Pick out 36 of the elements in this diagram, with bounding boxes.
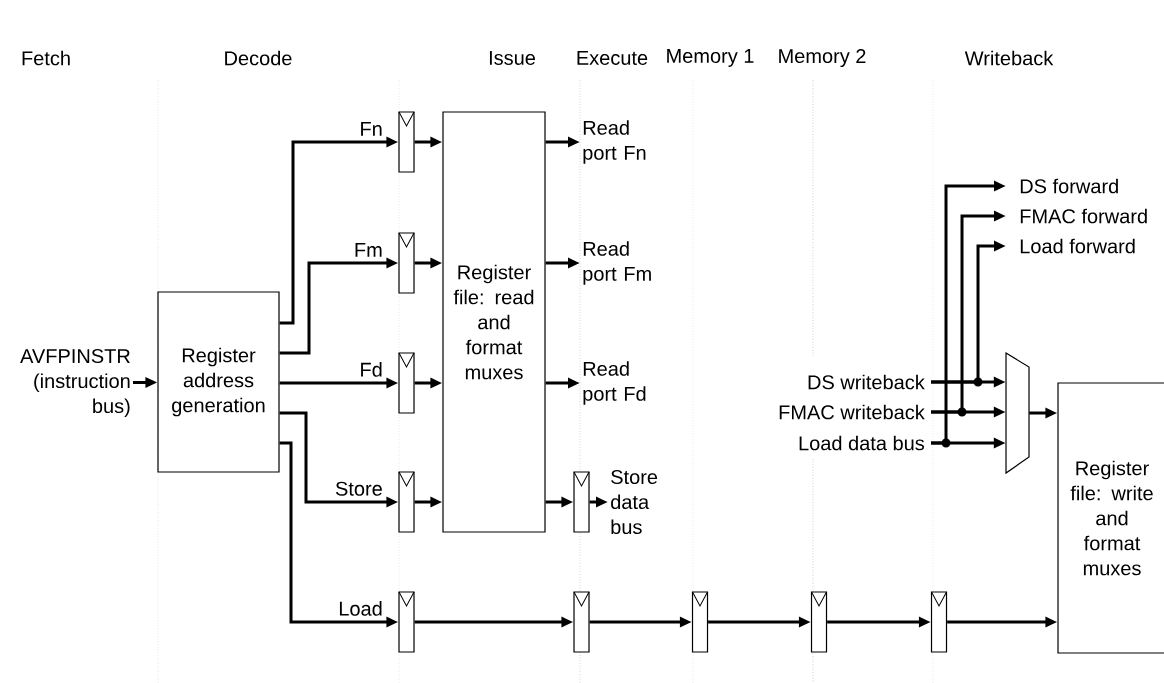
register-symbol [398, 352, 415, 414]
signal-label: Read port Fn [583, 120, 646, 164]
register-symbol [398, 591, 415, 653]
stage-label: Writeback [964, 50, 1054, 66]
stage-label: Memory 2 [779, 48, 866, 68]
stage-label: Fetch [22, 50, 70, 66]
register-symbol [573, 471, 590, 533]
stage-label: Issue [489, 51, 535, 65]
signal-label: Read port Fd [583, 361, 646, 405]
signal-label: DS writeback [808, 374, 925, 390]
register-symbol [691, 591, 709, 653]
stage-label: Decode [225, 50, 292, 66]
stage-label: Execute [577, 51, 648, 65]
register-symbol [810, 591, 828, 653]
signal-label: AVFPINSTR (instruction bus) [20, 348, 130, 418]
register-symbol [573, 591, 590, 653]
process-box: Register address generation [157, 291, 280, 473]
signal-label: Load forward [1020, 238, 1135, 254]
register-symbol [930, 591, 948, 653]
edge-label: Fm [352, 242, 384, 258]
edge-label: Fd [358, 361, 384, 378]
signal-label: Read port Fm [583, 241, 651, 285]
edge-label: Load [337, 600, 384, 617]
signal-label: DS forward [1020, 178, 1118, 194]
register-symbol [398, 471, 415, 533]
signal-label: Load data bus [799, 435, 925, 451]
signal-label: FMAC forward [1020, 208, 1147, 224]
edge-label: Store [334, 480, 384, 497]
register-file-box: Register file: read and format muxes [442, 111, 546, 533]
register-symbol [398, 111, 415, 173]
stage-label: Memory 1 [667, 49, 754, 67]
signal-label: Store data bus [611, 469, 658, 535]
edge-label: Fn [358, 121, 384, 137]
register-symbol [398, 232, 415, 294]
register-file-box: Register file: write and format muxes [1057, 382, 1164, 654]
signal-label: FMAC writeback [779, 404, 925, 420]
